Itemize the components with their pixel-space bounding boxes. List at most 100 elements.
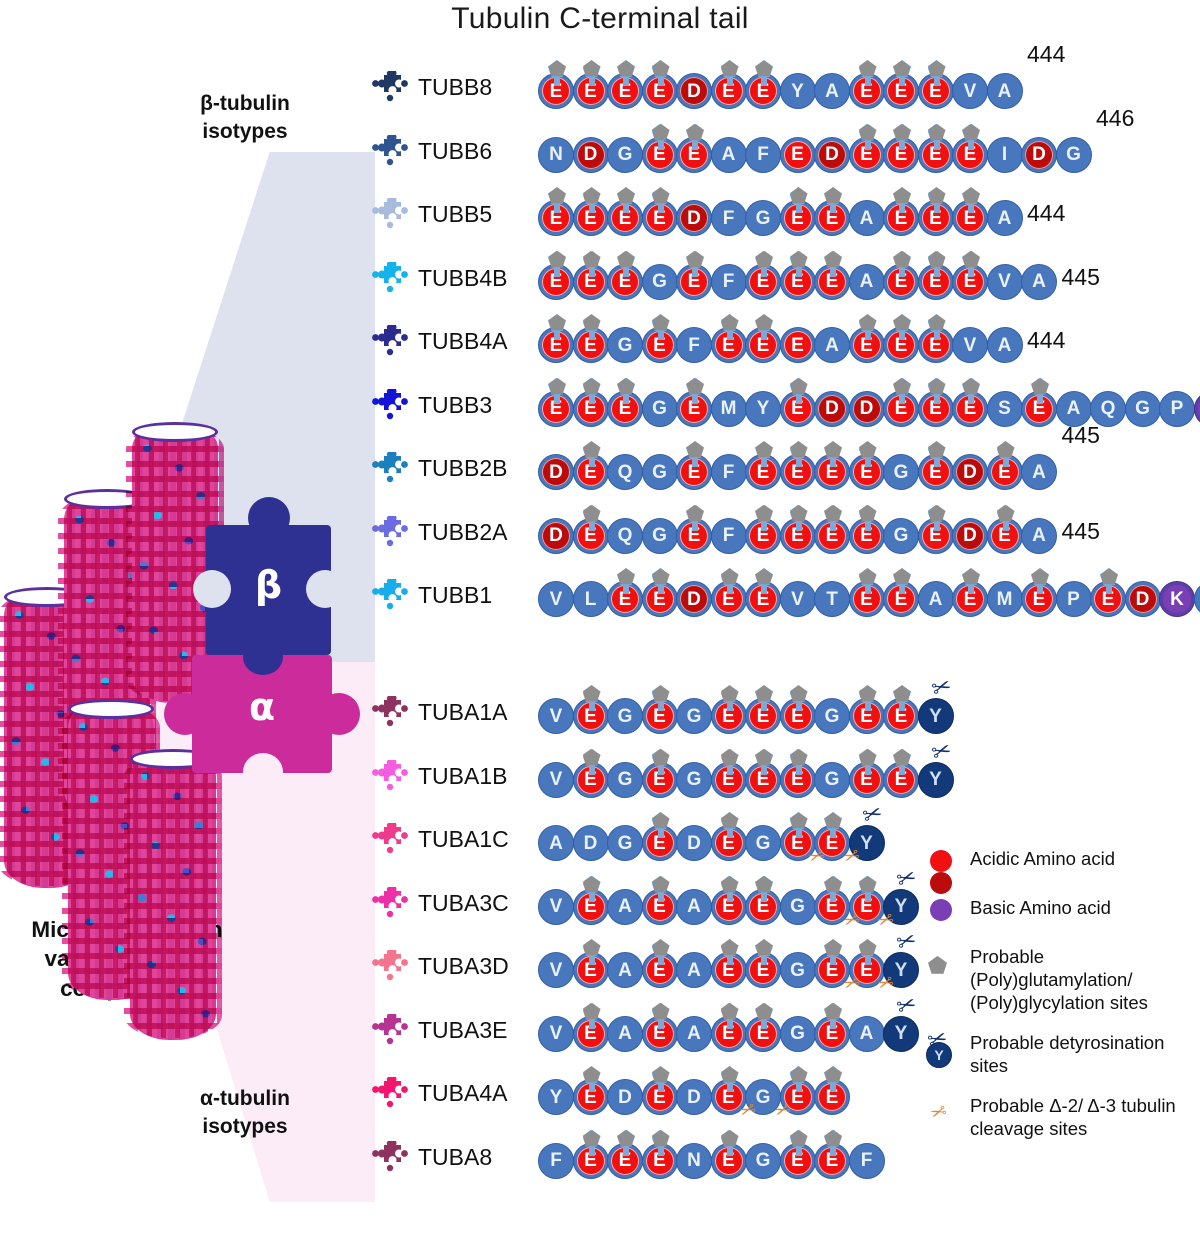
- residue-letter: E: [749, 956, 777, 984]
- residue-letter: D: [1128, 585, 1157, 613]
- glutamylation-site-icon: [651, 812, 670, 829]
- glutamylation-site-icon: [755, 250, 773, 268]
- residue-letter: G: [1135, 398, 1150, 419]
- glutamylation-site-icon: [755, 748, 773, 766]
- glutamylation-stem: [588, 76, 595, 86]
- residue-letter: G: [652, 461, 667, 483]
- residue-letter: A: [687, 1023, 701, 1044]
- glutamylation-site-icon: [893, 568, 911, 585]
- residue-letter: Y: [921, 765, 950, 794]
- residue-E: E: [607, 60, 643, 109]
- legend-item: ✂Probable Δ-2/ Δ-3 tubulin cleavage site…: [918, 1095, 1198, 1141]
- glutamylation-site-icon: [548, 377, 566, 395]
- residue-letter: E: [749, 702, 777, 730]
- isotype-label: TUBB1: [418, 582, 493, 608]
- glutamylation-stem: [864, 701, 871, 711]
- residue-E: E: [745, 568, 781, 617]
- glutamylation-site-icon: [651, 314, 670, 331]
- residue-Y: Y: [883, 1015, 919, 1052]
- residue-V: V: [538, 952, 574, 988]
- residue-letter: G: [790, 896, 805, 917]
- residue-A: A: [848, 200, 885, 236]
- residue-letter: E: [645, 1146, 674, 1175]
- glutamylation-stem: [726, 1082, 733, 1092]
- residue-V: V: [538, 698, 574, 734]
- residue-letter: G: [790, 959, 805, 981]
- glutamylation-stem: [657, 701, 664, 711]
- residue-A: A: [814, 327, 850, 363]
- residue-F: F: [710, 200, 747, 236]
- glutamylation-stem: [588, 891, 595, 902]
- glutamylation-stem: [657, 1082, 664, 1092]
- glutamylation-stem: [761, 955, 767, 965]
- residue-E: E: [710, 748, 747, 798]
- glutamylation-stem: [830, 203, 836, 213]
- glutamylation-stem: [864, 764, 871, 775]
- residue-letter: V: [963, 80, 977, 102]
- glutamylation-stem: [761, 584, 767, 594]
- glutamylation-stem: [588, 955, 595, 965]
- residue-letter: A: [618, 1023, 632, 1044]
- residue-letter: G: [790, 1023, 805, 1044]
- residue-A: A: [986, 73, 1023, 109]
- residue-E: E: [607, 1129, 643, 1179]
- residue-letter: V: [549, 705, 563, 727]
- glutamylation-site-icon: [686, 123, 704, 141]
- residue-E: E: [883, 250, 919, 300]
- residue-E: E: [779, 250, 816, 300]
- residue-E: E: [676, 377, 712, 427]
- glutamylation-stem: [830, 955, 836, 965]
- glutamylation-site-icon: [858, 685, 877, 702]
- glutamylation-stem: [968, 393, 974, 404]
- residue-E: E: [848, 60, 885, 109]
- glutamylation-site-icon: [651, 568, 670, 585]
- glutamylation-stem: [864, 76, 871, 86]
- residue-letter: I: [1001, 144, 1008, 165]
- residue-E: E: [572, 875, 609, 925]
- residue-G: G: [641, 454, 678, 490]
- residue-letter: A: [618, 959, 632, 981]
- glutamylation-site-icon: [582, 441, 601, 458]
- residue-letter: F: [757, 144, 769, 165]
- puzzle-icon-tubb2b: [370, 450, 410, 492]
- residue-E: E: [745, 748, 781, 798]
- residue-A: A: [538, 825, 574, 861]
- residue-A: A: [607, 952, 643, 988]
- glutamylation-site-icon: [927, 60, 946, 77]
- glutamylation-site-icon: [720, 568, 739, 585]
- residue-letter: G: [652, 525, 667, 546]
- glutamylation-stem: [968, 266, 974, 277]
- residue-D: D: [814, 390, 850, 427]
- glutamylation-stem: [761, 520, 767, 531]
- residue-E: E: [572, 377, 609, 427]
- residue-D: D: [676, 825, 712, 861]
- glutamylation-site-icon: [651, 685, 670, 702]
- residue-E: E: [779, 441, 816, 490]
- puzzle-icon-tubb4b: [370, 259, 410, 302]
- residue-E: E: [572, 1066, 609, 1115]
- residue-letter: E: [542, 267, 570, 296]
- residue-letter: G: [652, 271, 667, 292]
- glutamylation-site-icon: [858, 568, 877, 585]
- residue-letter: K: [1197, 394, 1200, 423]
- residue-E: E: [848, 123, 885, 173]
- residue-letter: L: [584, 588, 597, 610]
- residue-E: E: [745, 1002, 781, 1052]
- residue-E: E: [779, 187, 816, 236]
- residue-E: E: [848, 568, 885, 617]
- glutamylation-stem: [657, 1145, 664, 1156]
- glutamylation-stem: [795, 393, 802, 404]
- residue-letter: A: [859, 1023, 874, 1044]
- residue-A: A: [1021, 454, 1057, 490]
- residue-letter: D: [542, 458, 570, 486]
- residue-D: D: [952, 517, 988, 554]
- residue-A: A: [917, 581, 954, 617]
- glutamylation-site-icon: [582, 1129, 601, 1147]
- residue-N: N: [676, 1142, 712, 1179]
- residue-letter: Y: [791, 80, 804, 102]
- isotype-label: TUBB4B: [418, 264, 508, 291]
- glutamylation-site-icon: [548, 314, 566, 331]
- legend-label: Acidic Amino acid: [970, 848, 1115, 869]
- alpha-puzzle-piece: α: [164, 639, 360, 791]
- residue-F: F: [710, 517, 747, 554]
